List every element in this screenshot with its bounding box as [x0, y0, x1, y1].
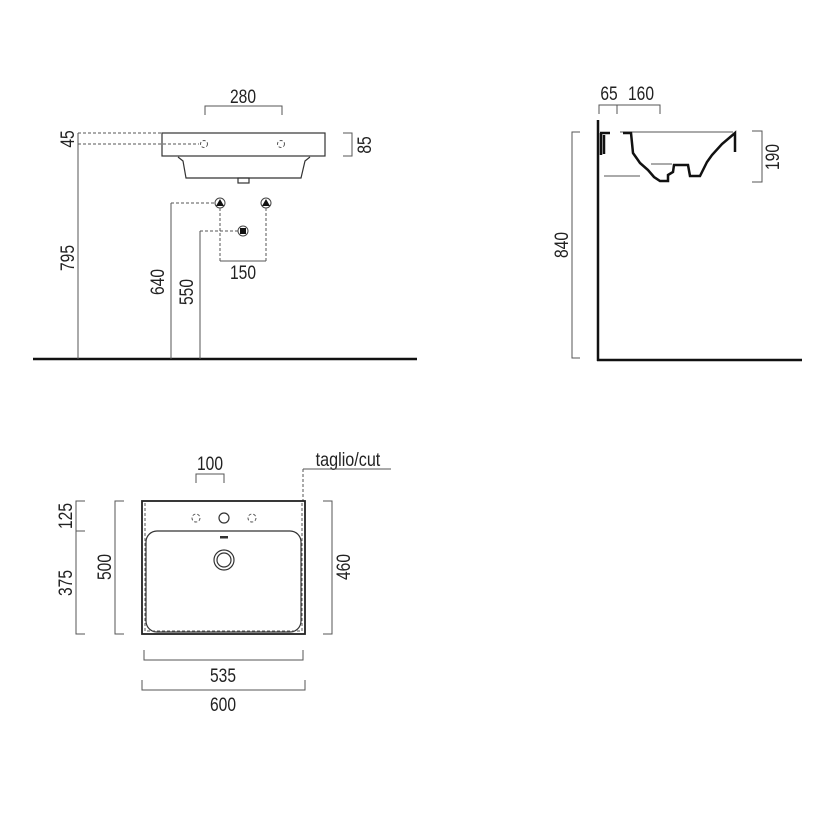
basin-rim	[161, 132, 326, 157]
dim-85-label: 85	[354, 136, 376, 153]
dim-bracket-500	[114, 500, 124, 635]
water-inlet-icon	[260, 197, 272, 209]
dim-45-label: 45	[57, 130, 79, 147]
tap-hole-icon	[218, 512, 230, 524]
dim-375-label: 375	[55, 570, 77, 596]
optional-tap-hole-icon	[247, 513, 257, 523]
dim-460-label: 460	[333, 554, 355, 580]
dim-190-label: 190	[762, 144, 784, 170]
tap-hole-icon	[200, 140, 208, 148]
dim-bracket-600	[141, 680, 306, 691]
dim-535-label: 535	[210, 665, 236, 687]
dim-550-label: 550	[176, 279, 198, 305]
dim-280-label: 280	[230, 86, 256, 108]
dim-bracket-280	[204, 105, 283, 115]
dim-500-label: 500	[94, 554, 116, 580]
dim-125-label: 125	[55, 503, 77, 529]
basin-bowl	[145, 530, 302, 633]
dim-795-label: 795	[57, 245, 79, 271]
dim-840-label: 840	[551, 232, 573, 258]
front-view: 280 45 795 85 150 640 550	[33, 86, 417, 361]
water-inlet-icon	[214, 197, 226, 209]
dim-bracket-85	[343, 132, 353, 157]
dim-150-label: 150	[230, 262, 256, 284]
dim-65-label: 65	[600, 83, 617, 105]
cut-line	[144, 503, 303, 632]
plan-view: taglio/cut 100 125 375 500 460 535 600	[55, 449, 391, 716]
basin-section	[599, 130, 737, 183]
dim-160-label: 160	[628, 83, 654, 105]
side-view: 65 160 840 190	[551, 83, 802, 362]
cut-label: taglio/cut	[316, 449, 381, 471]
basin-bowl	[177, 156, 311, 179]
dim-bracket-125-375	[75, 500, 85, 635]
dim-bracket-190	[752, 130, 763, 183]
optional-tap-hole-icon	[191, 513, 201, 523]
drain-outlet	[237, 177, 250, 184]
dim-100-label: 100	[197, 453, 223, 475]
dim-bracket-100	[195, 473, 225, 483]
basin-outline	[141, 500, 306, 635]
dim-640-label: 640	[147, 269, 169, 295]
drain-inner-icon	[216, 552, 232, 568]
dim-bracket-460	[323, 500, 333, 635]
dim-bracket-535	[143, 650, 304, 661]
dim-bracket-65-160	[598, 104, 661, 114]
drain-icon	[213, 549, 235, 571]
overflow-icon	[220, 536, 228, 539]
dim-bracket-840	[571, 131, 580, 359]
waste-outlet-icon	[237, 225, 249, 237]
tap-hole-icon	[277, 140, 285, 148]
dim-600-label: 600	[210, 694, 236, 716]
